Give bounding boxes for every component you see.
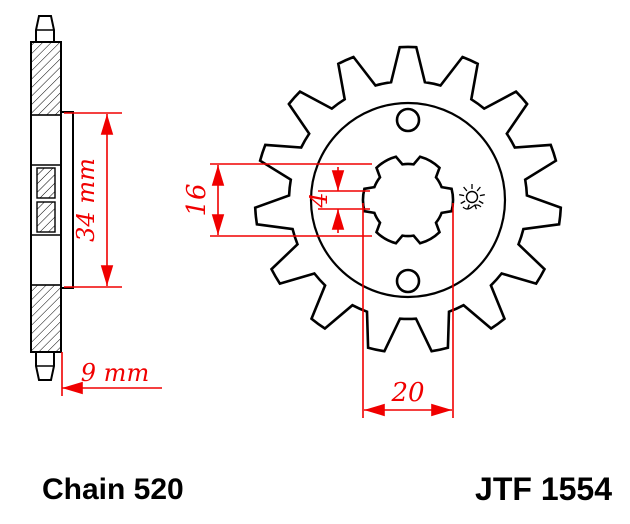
chain-size-label: Chain 520 bbox=[42, 473, 184, 506]
bolt-hole-bottom bbox=[395, 268, 421, 294]
side-spline-section bbox=[36, 167, 56, 199]
part-number-label: JTF 1554 bbox=[475, 471, 612, 507]
dim-4-label: 4 bbox=[305, 192, 333, 208]
gear-inner-circle bbox=[309, 101, 507, 299]
jt-sun-logo-icon bbox=[459, 184, 485, 210]
dim-20-label: 20 bbox=[390, 378, 424, 408]
bolt-hole-top bbox=[395, 107, 421, 133]
splined-bore bbox=[361, 155, 455, 245]
sprocket-side-view bbox=[30, 15, 74, 381]
sun-ray bbox=[476, 186, 481, 192]
sprocket-front-view bbox=[253, 45, 563, 353]
sun-ray bbox=[460, 200, 466, 205]
sun-ray bbox=[479, 194, 485, 197]
side-hatch-bottom bbox=[30, 284, 62, 353]
side-top-nub bbox=[35, 15, 55, 43]
side-hub-boss bbox=[60, 111, 74, 289]
sun-ray bbox=[478, 200, 484, 205]
sun-ray bbox=[463, 186, 468, 192]
sun-ray bbox=[459, 194, 465, 197]
dim-34-label: 34 mm bbox=[72, 158, 100, 242]
dimension-annotations: 34 mm 9 mm 16 4 20 bbox=[61, 112, 454, 418]
dim-9-label: 9 mm bbox=[81, 359, 149, 387]
side-spline-section bbox=[36, 201, 56, 233]
side-hatch-top bbox=[30, 41, 62, 116]
dim-16-label: 16 bbox=[182, 183, 212, 216]
jt-logo-script bbox=[462, 204, 482, 210]
